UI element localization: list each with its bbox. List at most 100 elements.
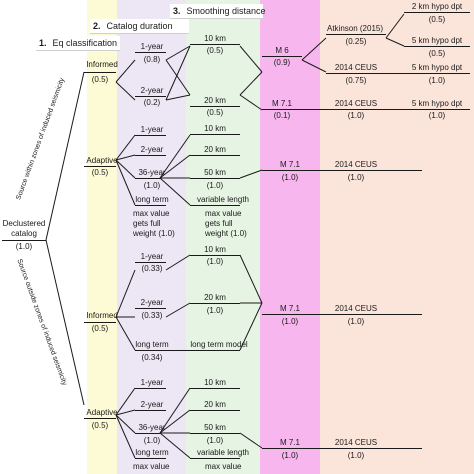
tree-line (404, 46, 470, 47)
gmm-label: 2014 CEUS (334, 160, 378, 169)
tree-line (190, 255, 240, 256)
tree-line (166, 350, 240, 351)
smoothing-label: variable length (196, 448, 250, 457)
smoothing-label: 10 km (204, 378, 226, 387)
gmm-label: 2014 CEUS (334, 63, 378, 72)
duration-weight: (0.2) (143, 98, 161, 107)
duration-weight: (0.33) (141, 264, 163, 273)
duration-label: 2-year (140, 86, 164, 95)
smoothing-label: 20 km (204, 96, 226, 105)
duration-weight: (1.0) (143, 436, 161, 445)
depth-weight: (0.5) (428, 15, 446, 24)
duration-label: 1-year (140, 42, 164, 51)
tree-line (326, 73, 442, 74)
duration-weight: (1.0) (143, 181, 161, 190)
duration-label: long term (135, 340, 169, 349)
magnitude-weight: (1.0) (281, 317, 299, 326)
smoothing-weight: (0.5) (206, 46, 224, 55)
branch-adaptive-label: Adaptive (86, 156, 118, 165)
magnitude-weight: (0.1) (273, 111, 291, 120)
header-label: Catalog duration (106, 21, 173, 31)
tree-line (135, 262, 166, 263)
tree-line (190, 303, 240, 304)
smoothing-label: 20 km (204, 400, 226, 409)
duration-note: max value (133, 462, 170, 471)
tree-line (135, 52, 166, 53)
depth-weight: (1.0) (428, 76, 446, 85)
smoothing-label: 20 km (204, 145, 226, 154)
tree-line (190, 205, 240, 206)
depth-weight: (0.5) (428, 49, 446, 58)
tree-line (190, 44, 240, 45)
gmm-label: 2014 CEUS (334, 99, 378, 108)
gmm-weight: (1.0) (347, 111, 365, 120)
smoothing-weight: (1.0) (206, 257, 224, 266)
tree-line (442, 109, 470, 110)
magnitude-label: M 7.1 (279, 160, 300, 169)
root-weight: (1.0) (15, 242, 33, 251)
tree-line (190, 155, 240, 156)
tree-line (190, 178, 240, 179)
tree-line (135, 96, 166, 97)
tree-line (84, 72, 116, 73)
tree-line (190, 134, 240, 135)
tree-line (326, 34, 386, 35)
smoothing-label: 10 km (204, 245, 226, 254)
side-label-bottom: Source outside zones of induced seismici… (15, 258, 68, 387)
tree-line (135, 433, 160, 434)
gmm-label: 2014 CEUS (334, 438, 378, 447)
duration-label: 36-year (138, 423, 166, 432)
smoothing-note: gets full (205, 219, 233, 228)
smoothing-weight: (1.0) (206, 436, 224, 445)
header-label: Smoothing distance (186, 6, 266, 16)
smoothing-weight: (0.5) (206, 108, 224, 117)
branch-adaptive-weight: (0.5) (91, 168, 109, 177)
header-smoothing-distance: 3.Smoothing distance (170, 4, 266, 19)
header-label: Eq classification (52, 38, 118, 48)
branch-adaptive-weight: (0.5) (91, 421, 109, 430)
magnitude-label: M 6 (275, 46, 289, 55)
branch-informed-weight: (0.5) (91, 324, 109, 333)
duration-weight: (0.34) (141, 353, 163, 362)
duration-label: long term (135, 448, 169, 457)
tree-line (190, 106, 240, 107)
depth-label: 5 km hypo dpt (411, 99, 463, 108)
gmm-label: 2014 CEUS (334, 304, 378, 313)
smoothing-note: weight (1.0) (205, 229, 247, 238)
duration-label: 1-year (140, 378, 164, 387)
gmm-weight: (1.0) (347, 317, 365, 326)
magnitude-weight: (1.0) (281, 451, 299, 460)
tree-line (190, 458, 240, 459)
tree-line (135, 155, 166, 156)
magnitude-weight: (1.0) (281, 173, 299, 182)
smoothing-label: 10 km (204, 124, 226, 133)
tree-line (135, 388, 166, 389)
tree-line (84, 322, 116, 323)
smoothing-label: 50 km (204, 168, 226, 177)
eq-classification-band (87, 0, 117, 474)
tree-line (262, 314, 422, 315)
gmm-depth-band (320, 0, 474, 474)
magnitude-band (260, 0, 320, 474)
header-eq-classification: 1.Eq classification (36, 36, 120, 51)
gmm-weight: (0.25) (345, 37, 367, 46)
tree-line (404, 12, 470, 13)
duration-note: gets full (133, 219, 161, 228)
tree-line (135, 135, 166, 136)
smoothing-note: max value (205, 462, 242, 471)
tree-line (262, 448, 422, 449)
duration-label: 36-year (138, 168, 166, 177)
duration-note: max value (133, 209, 170, 218)
root-label: Declustered catalog (2, 219, 46, 238)
smoothing-weight: (1.0) (206, 306, 224, 315)
smoothing-label: variable length (196, 195, 250, 204)
gmm-weight: (0.75) (345, 76, 367, 85)
smoothing-weight: (1.0) (206, 181, 224, 190)
duration-weight: (0.33) (141, 311, 163, 320)
branch-adaptive-label: Adaptive (86, 408, 118, 417)
tree-line (190, 410, 240, 411)
side-label-top: Source within zones of induced seismicit… (15, 77, 67, 201)
duration-note: weight (1.0) (133, 229, 175, 238)
tree-line (135, 458, 166, 459)
